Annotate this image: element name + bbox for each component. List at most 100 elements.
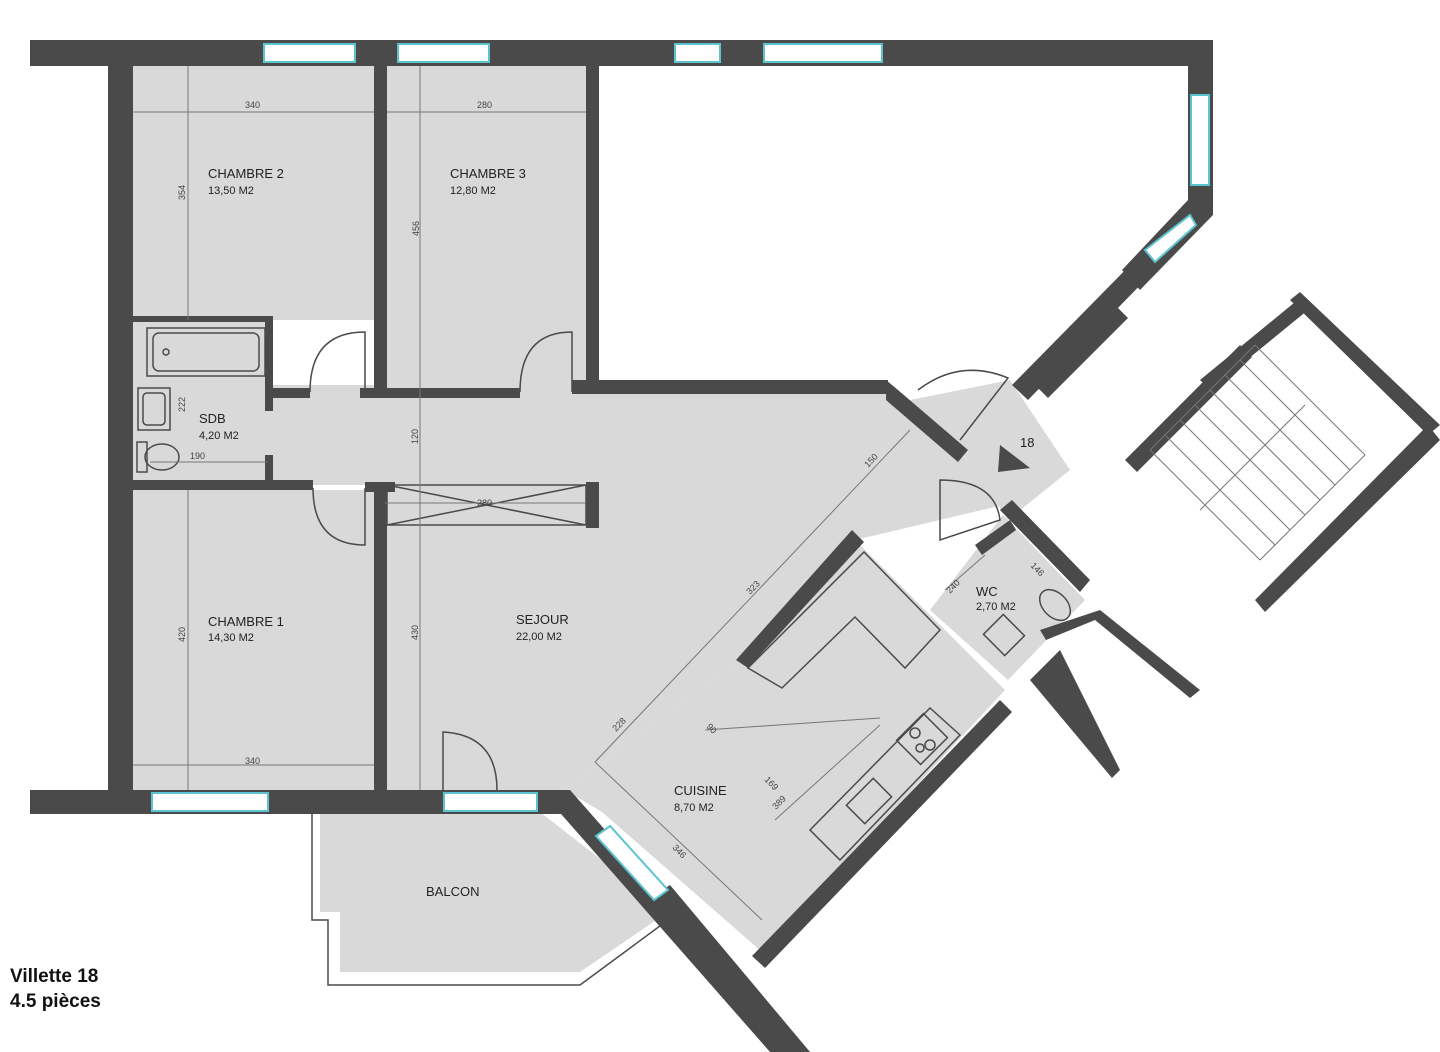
- dim-sdb-height: 222: [177, 397, 187, 412]
- fixtures: [136, 327, 1366, 986]
- doors: [309, 331, 1010, 791]
- label-chambre-3: CHAMBRE 3: [450, 166, 526, 181]
- walls: [30, 40, 1440, 1052]
- floor-balcon: [320, 812, 668, 972]
- area-chambre-2: 13,50 M2: [208, 185, 254, 197]
- area-sdb: 4,20 M2: [199, 430, 239, 442]
- kitchen-burner-1: [909, 727, 921, 739]
- kitchen-burner-2: [924, 739, 936, 751]
- dimension-lines: [133, 66, 986, 921]
- wall-top: [30, 40, 1213, 66]
- wall-stair-mid: [1035, 305, 1128, 398]
- dim-sdb-width: 190: [190, 451, 205, 461]
- dim-ch2-height: 354: [177, 185, 187, 200]
- wall-kitchen-upper: [736, 530, 864, 668]
- dim-ch3-height: 456: [411, 221, 421, 236]
- wall-sdb-right: [265, 316, 273, 411]
- dim-ch2-width: 340: [245, 100, 260, 110]
- window-bay-diag: [1143, 213, 1198, 264]
- window-bay: [1190, 94, 1210, 186]
- kitchen-cooktop: [895, 712, 949, 766]
- window-ch3: [397, 43, 490, 63]
- dim-hall-height: 120: [410, 429, 420, 444]
- dim-ch3-width: 280: [477, 100, 492, 110]
- wall-wc-bottom: [1040, 610, 1200, 698]
- wall-shaft-bottom: [1030, 650, 1120, 778]
- door-sejour-balcony: [442, 731, 498, 791]
- label-sdb: SDB: [199, 411, 226, 426]
- area-cuisine: 8,70 M2: [674, 802, 714, 814]
- plan-subtitle: 4.5 pièces: [10, 991, 101, 1012]
- floor-cuisine: [565, 545, 1005, 952]
- sdb-toilet-bowl: [144, 443, 180, 471]
- area-wc: 2,70 M2: [976, 601, 1016, 613]
- bathtub: [146, 327, 266, 377]
- door-ch3: [519, 331, 573, 393]
- wc-toilet: [1038, 588, 1072, 622]
- door-ch1: [312, 487, 366, 546]
- floor-chambre-1: [133, 490, 375, 790]
- wall-hall-top-mid: [360, 388, 520, 398]
- dim-sejour-height: 430: [410, 625, 420, 640]
- wall-wc-left: [975, 520, 1016, 555]
- wall-ch3-right: [586, 66, 599, 392]
- label-wc: WC: [976, 584, 998, 599]
- closet: [386, 484, 587, 526]
- kitchen-sink: [845, 777, 893, 825]
- area-sejour: 22,00 M2: [516, 631, 562, 643]
- label-balcon: BALCON: [426, 884, 479, 899]
- area-chambre-3: 12,80 M2: [450, 185, 496, 197]
- wall-sejour-diag: [886, 380, 968, 462]
- kitchen-counter-upper: [746, 550, 942, 689]
- dim-ch1-height: 420: [177, 627, 187, 642]
- wall-left-top: [108, 40, 133, 790]
- window-ch2: [263, 43, 356, 63]
- wall-closet-top: [365, 482, 395, 492]
- kitchen-counter-lower: [808, 706, 962, 862]
- label-cuisine: CUISINE: [674, 783, 727, 798]
- wall-stair-outer-right: [1290, 292, 1440, 435]
- label-chambre-1: CHAMBRE 1: [208, 614, 284, 629]
- wall-stair-right-inner: [1200, 298, 1308, 390]
- wall-hall-top-left: [265, 388, 310, 398]
- kitchen-burner-3: [915, 743, 925, 753]
- wall-closet-right: [586, 482, 599, 528]
- balcony-railing: [311, 812, 669, 986]
- window-top-right: [763, 43, 883, 63]
- windows: [151, 43, 1210, 902]
- dim-closet-width: 280: [477, 498, 492, 508]
- area-chambre-1: 14,30 M2: [208, 632, 254, 644]
- door-entrance: [917, 369, 1010, 441]
- window-sejour: [443, 792, 538, 812]
- wall-stair-bottom: [1255, 425, 1440, 612]
- sdb-toilet-tank: [136, 441, 148, 473]
- door-cuisine: [939, 479, 1001, 542]
- bathtub-drain: [162, 348, 170, 356]
- wall-stair-outer-left: [1012, 255, 1155, 400]
- wall-wc-top: [1000, 500, 1090, 592]
- floor-sejour: [387, 392, 1003, 790]
- window-cuisine-diag: [594, 824, 670, 902]
- plan-title: Villette 18: [10, 966, 99, 987]
- label-chambre-2: CHAMBRE 2: [208, 166, 284, 181]
- dim-ch1-width: 340: [245, 756, 260, 766]
- plan-caption: Villette 18 4.5 pièces: [10, 964, 101, 1014]
- floor-entrance: [910, 380, 1070, 520]
- wall-ch2-ch3: [374, 66, 387, 392]
- window-top-small: [674, 43, 721, 63]
- stair-treads: [1149, 344, 1366, 561]
- floor-chambre-2: [133, 66, 374, 320]
- window-ch1: [151, 792, 269, 812]
- wall-sdb-right-lower: [265, 455, 273, 485]
- entrance-number: 18: [1020, 435, 1034, 450]
- label-sejour: SEJOUR: [516, 612, 569, 627]
- door-ch2: [309, 331, 366, 393]
- wall-sdb-bottom: [133, 480, 313, 490]
- bathtub-inner: [152, 332, 260, 372]
- wall-sejour-top: [572, 380, 888, 394]
- wall-kitchen-right: [752, 700, 1012, 968]
- sdb-sink-basin: [142, 392, 166, 426]
- entrance-arrow-icon: [998, 445, 1030, 472]
- wall-balcony-diag: [655, 885, 810, 1052]
